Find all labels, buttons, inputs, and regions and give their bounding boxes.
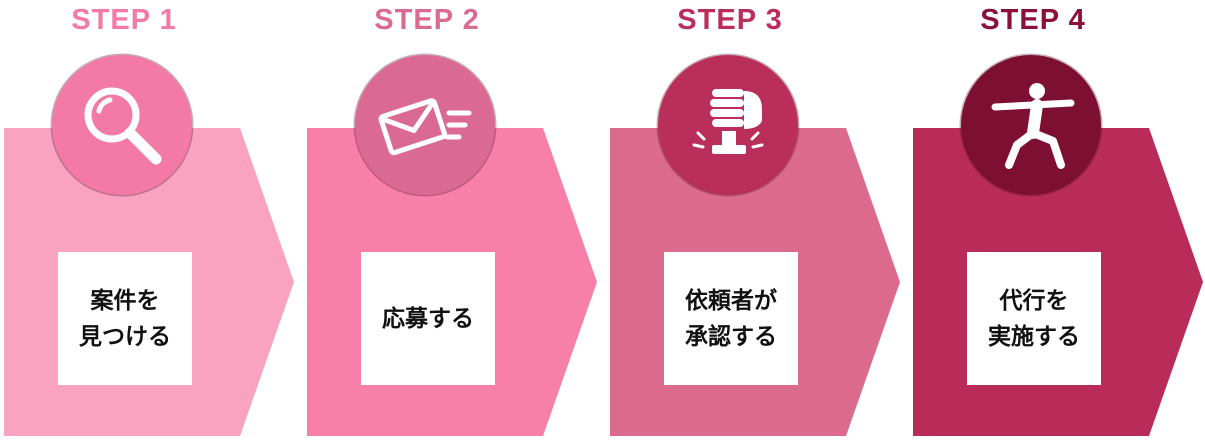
step-3-line-1: 依頼者が bbox=[685, 287, 777, 314]
magnifier-icon bbox=[84, 87, 162, 165]
step-2-text-box: 応募する bbox=[361, 252, 495, 385]
step-1-label: STEP 1 bbox=[71, 4, 177, 36]
step-3-circle bbox=[658, 55, 798, 195]
step-4-line-2: 実施する bbox=[988, 323, 1080, 350]
step-4-label: STEP 4 bbox=[980, 4, 1086, 36]
step-2-label: STEP 2 bbox=[374, 4, 480, 36]
fist-stamp-icon bbox=[692, 89, 764, 154]
step-3-line-2: 承認する bbox=[685, 323, 777, 350]
step-1-line-1: 案件を bbox=[90, 287, 160, 314]
step-2: STEP 2 応募する bbox=[307, 0, 607, 445]
step-1-circle bbox=[52, 55, 192, 195]
step-1-line-2: 見つける bbox=[79, 323, 171, 350]
step-3-text-box: 依頼者が 承認する bbox=[664, 252, 798, 385]
step-1-text-box: 案件を 見つける bbox=[58, 252, 192, 385]
step-3: STEP 3 依頼者が 承認する bbox=[610, 0, 910, 445]
step-4-text-box: 代行を 実施する bbox=[967, 252, 1101, 385]
step-2-line-1: 応募する bbox=[382, 305, 474, 332]
action-figure-icon bbox=[991, 83, 1075, 169]
step-2-circle bbox=[355, 55, 495, 195]
step-4-line-1: 代行を bbox=[999, 287, 1069, 314]
step-3-label: STEP 3 bbox=[677, 4, 783, 36]
envelope-icon bbox=[378, 98, 472, 156]
step-1: STEP 1 案件を 見つける bbox=[4, 0, 304, 445]
step-4-circle bbox=[961, 55, 1101, 195]
step-4: STEP 4 代行を 実施する bbox=[913, 0, 1205, 445]
